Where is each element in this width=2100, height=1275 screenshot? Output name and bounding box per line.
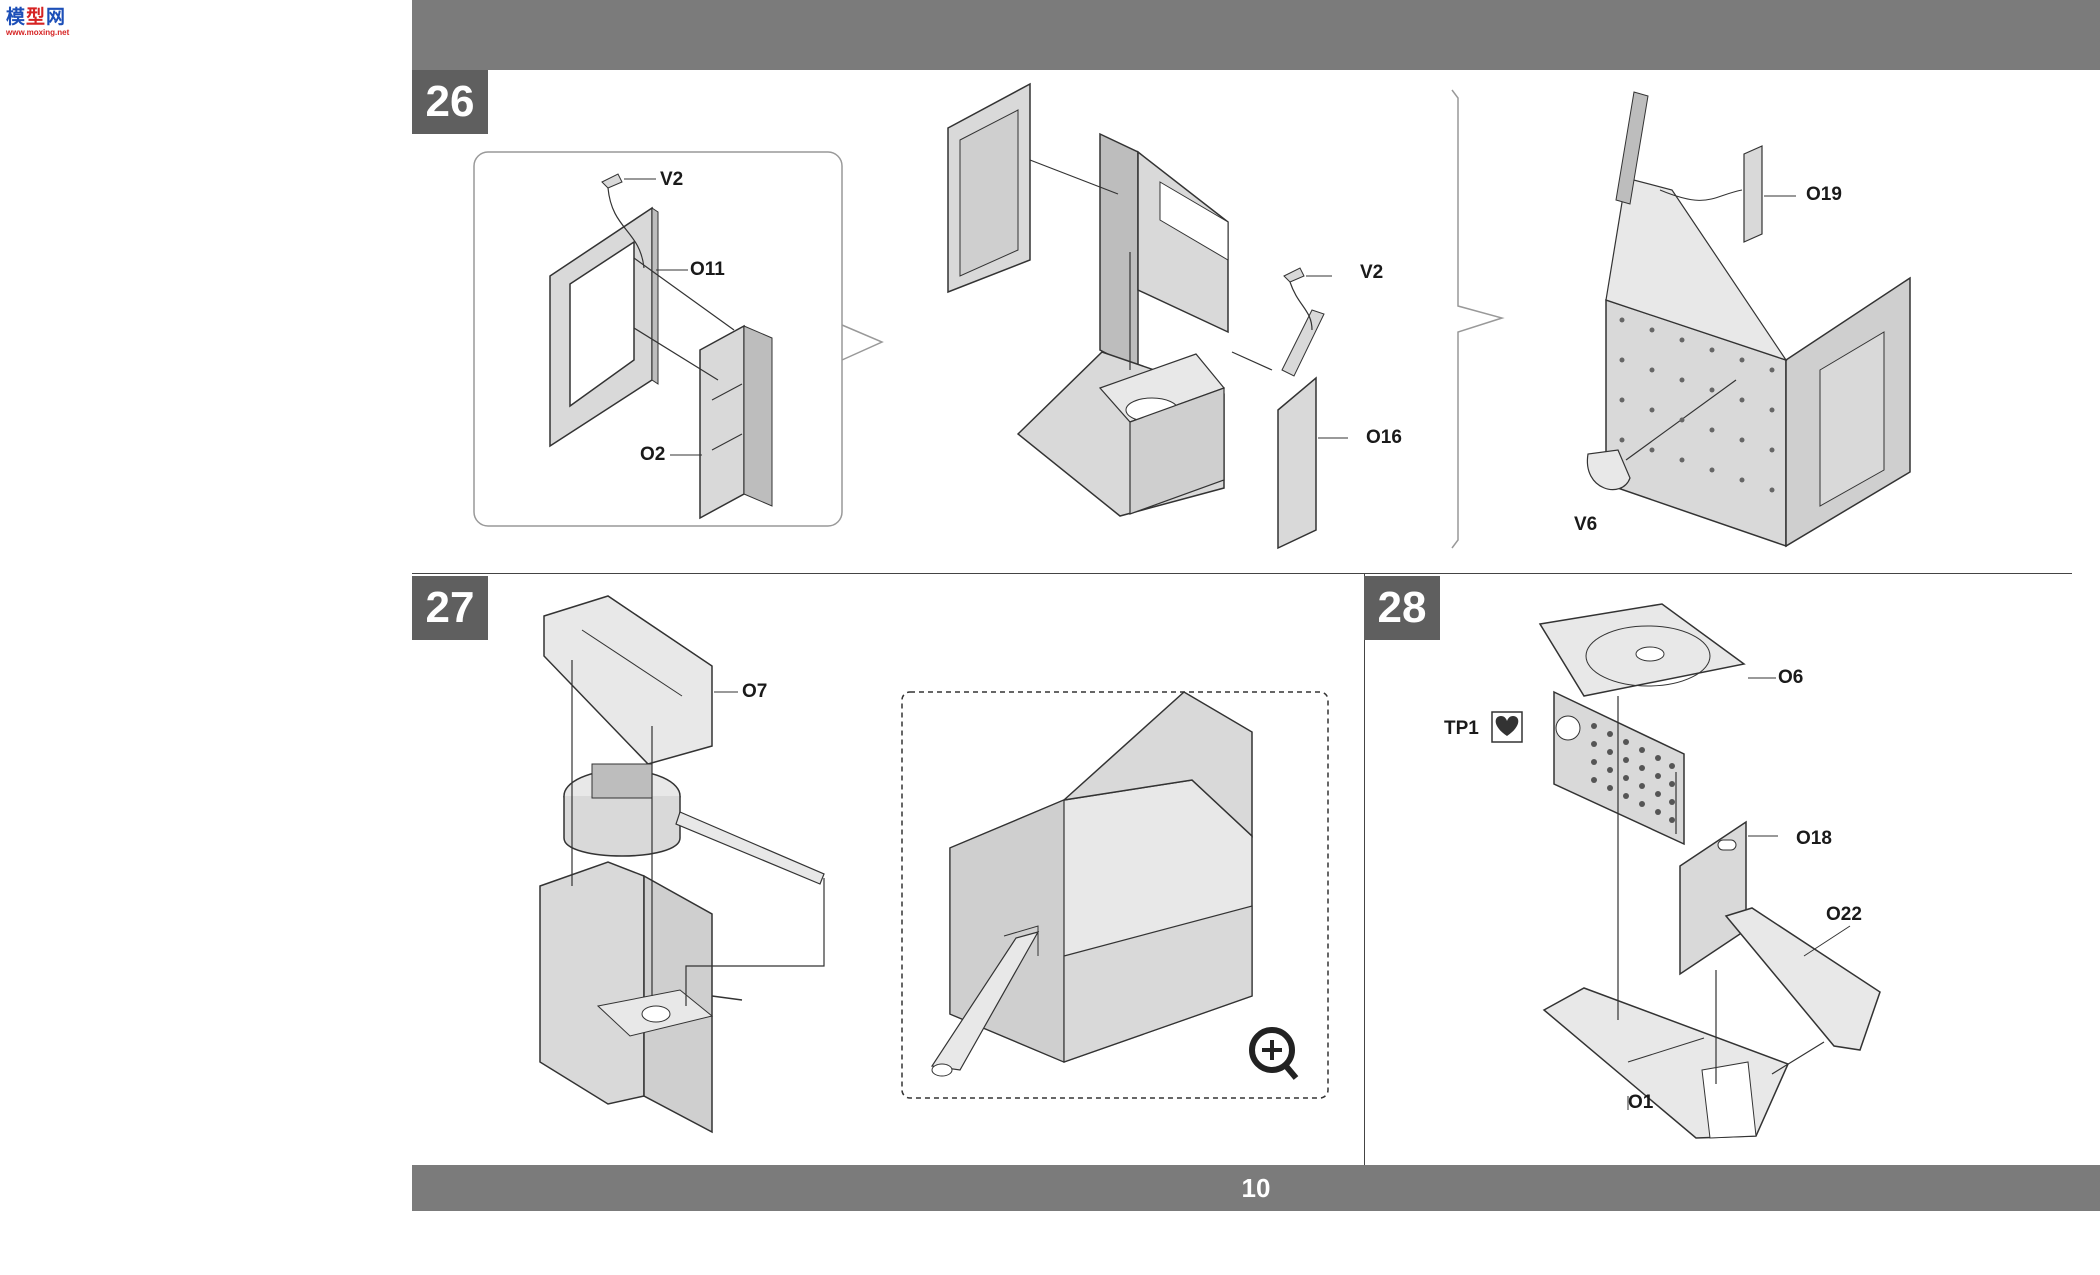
part-o16-hatch [1277, 309, 1325, 550]
step-28-badge: 28 [1364, 576, 1440, 640]
label-o2: O2 [640, 444, 666, 465]
zoom-detail-hull [930, 691, 1253, 1077]
part-v2-handle [601, 173, 645, 269]
label-o11: O11 [690, 259, 725, 280]
detail-callout-box [473, 151, 843, 527]
label-o6: O6 [1778, 667, 1804, 688]
grille-holes [1591, 723, 1675, 823]
label-o7: O7 [742, 681, 768, 702]
footer-bar: 10 [412, 1165, 2100, 1211]
callout-pointer [841, 324, 884, 361]
step-27-badge: 27 [412, 576, 488, 640]
part-o22-side [1724, 907, 1881, 1051]
turret-with-gun [563, 763, 825, 885]
hull-front-assembly [539, 861, 714, 1134]
part-o1-floor [1542, 987, 1790, 1139]
label-v2-center: V2 [1360, 262, 1384, 283]
step-27-diagram [539, 595, 1329, 1134]
part-o7-roof-plate [543, 595, 713, 765]
label-o18: O18 [1796, 828, 1832, 849]
label-tp1: TP1 [1444, 718, 1479, 739]
part-o2-door [699, 324, 773, 520]
section-divider-horizontal [412, 573, 2072, 574]
label-o16: O16 [1366, 427, 1402, 448]
step-26-diagram [473, 82, 1911, 550]
rivet-pattern [1619, 317, 1775, 493]
part-tp1-grille [1553, 690, 1685, 846]
label-v2: V2 [660, 169, 684, 190]
page-number: 10 [1241, 1173, 1271, 1203]
site-logo: 模型网 www.moxing.net [6, 7, 70, 38]
part-side-door [947, 82, 1031, 294]
part-hull-floor [1016, 351, 1226, 517]
part-o18-plate [1679, 820, 1747, 976]
part-v2-handle-2 [1283, 267, 1313, 331]
label-o19: O19 [1806, 184, 1842, 205]
part-o6-roof [1538, 603, 1746, 697]
label-o22: O22 [1826, 904, 1862, 925]
zoom-detail-box [901, 691, 1329, 1099]
part-o11-door-frame [549, 206, 659, 448]
step-28-diagram [1491, 603, 1881, 1139]
site-logo-url: www.moxing.net [6, 28, 70, 37]
heart-decal-icon [1491, 711, 1523, 743]
label-o1: O1 [1628, 1092, 1654, 1113]
part-o19-plate [1743, 145, 1763, 243]
step-bracket [1451, 89, 1505, 549]
top-header-bar [412, 0, 2100, 70]
section-divider-vertical [1364, 573, 1365, 1165]
magnifier-plus-icon [1249, 1027, 1299, 1080]
part-hull-side-plate [1099, 132, 1229, 372]
part-v6-bracket [1586, 449, 1631, 491]
assembled-hull-front [1605, 91, 1911, 548]
step-26-badge: 26 [412, 70, 488, 134]
label-v6: V6 [1574, 514, 1598, 535]
